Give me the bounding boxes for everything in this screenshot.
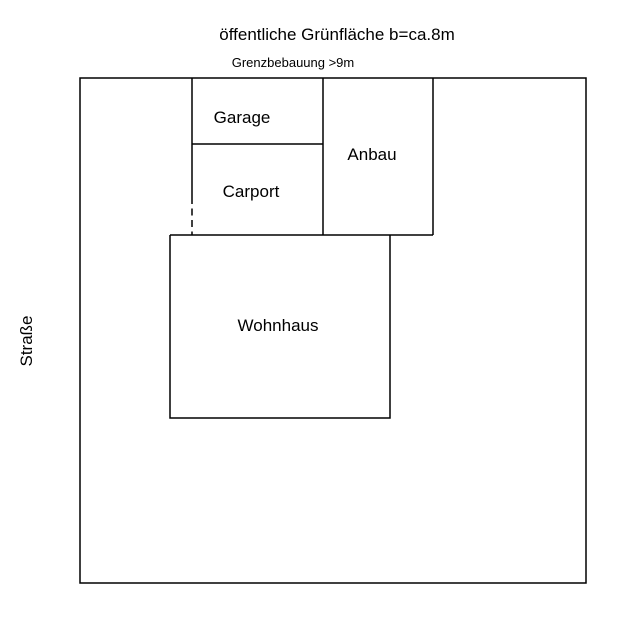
property-boundary-rect — [79, 77, 587, 584]
garage-label: Garage — [213, 107, 271, 127]
anbau-label: Anbau — [347, 144, 397, 164]
green-area-title-label: öffentliche Grünfläche b=ca.8m — [219, 24, 455, 44]
boundary-note-label: Grenzbebauung >9m — [231, 55, 355, 71]
wohnhaus-label: Wohnhaus — [237, 315, 319, 335]
street-label: Straße — [16, 315, 36, 367]
wohnhaus-outline — [169, 235, 391, 419]
carport-label: Carport — [222, 181, 280, 201]
